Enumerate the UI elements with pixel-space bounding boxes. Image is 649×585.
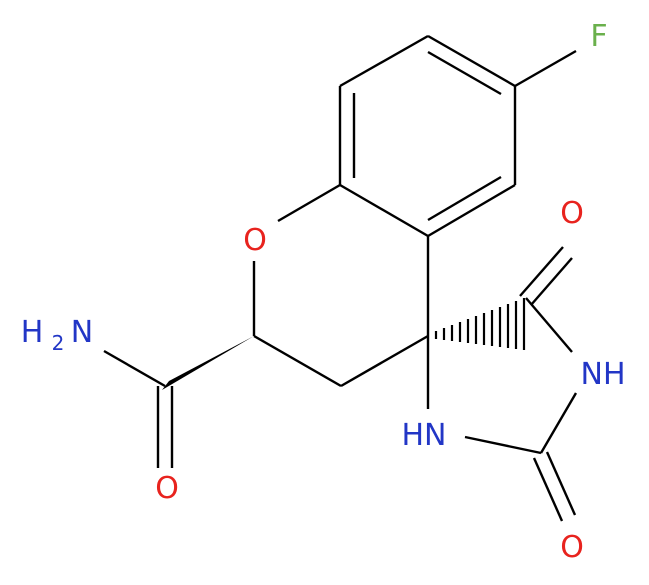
bond-c5prime-n (525, 297, 573, 353)
bond-c5-c4a (427, 183, 516, 238)
bond-c3-c4 (340, 334, 429, 388)
bond-c8-c7 (339, 34, 429, 88)
imide-nh-right-label: NH (581, 357, 626, 392)
carbonyl-oxygen-top-label: O (560, 196, 584, 231)
fluorine-label: F (590, 19, 607, 54)
bond-c2prime-o-double (545, 451, 577, 516)
amide-oxygen-label: O (155, 471, 179, 506)
ring-oxygen-label: O (243, 223, 267, 258)
bond-nh-c2prime (539, 392, 578, 454)
bond-c4a-c8a (339, 183, 429, 238)
atom-labels: F O O H 2 N NH HN O O (21, 19, 626, 565)
bond-layer (103, 34, 578, 522)
amide-nh2-subscript: 2 (52, 331, 65, 355)
bond-c5prime-o-double (530, 257, 573, 306)
bond-amide-n (103, 349, 166, 388)
bond-c5prime-o (519, 246, 564, 297)
bond-c5-c4a-inner (427, 175, 502, 222)
bond-c7-c6 (427, 34, 516, 88)
bond-c2-c3 (253, 334, 342, 388)
hash-wedge-c4-c5prime (434, 298, 526, 350)
bond-c8a-o (277, 183, 341, 223)
amide-nh2-h-label: H (21, 315, 44, 350)
imide-nh-left-label: HN (402, 418, 447, 453)
bond-c2prime-nh (464, 435, 542, 455)
bond-c7-c6-inner (427, 50, 502, 96)
bond-c6-f (514, 49, 577, 88)
bond-c2prime-o (532, 457, 564, 522)
amide-nh2-n-label: N (71, 315, 93, 350)
carbonyl-oxygen-bottom-label: O (560, 530, 584, 565)
wedge-c2-amide (162, 336, 254, 390)
